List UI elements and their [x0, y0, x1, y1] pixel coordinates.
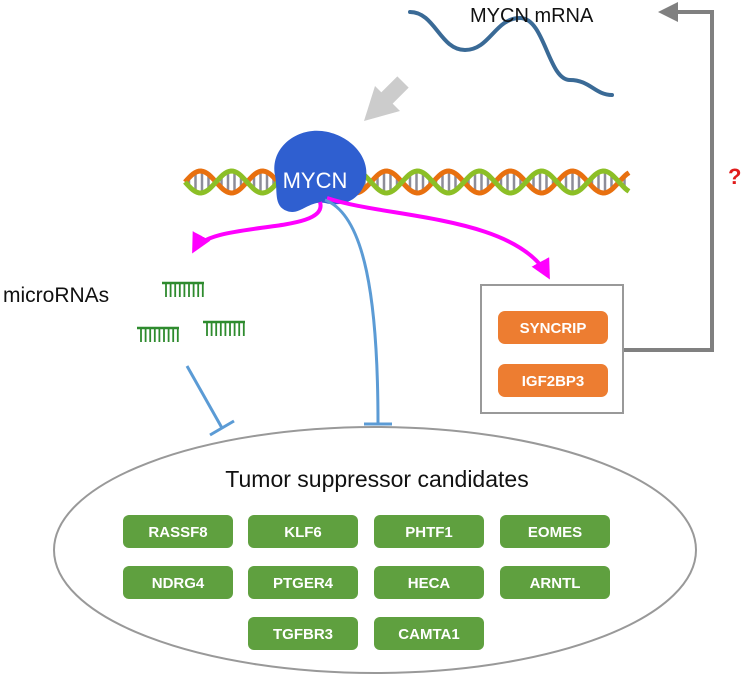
feedback-arrow: [623, 2, 714, 352]
tumor-suppressor-ellipse: [53, 426, 697, 674]
gene-label-heca: HECA: [408, 575, 451, 592]
mycn-protein-label: MYCN: [283, 168, 348, 193]
mycn-mrna-label: MYCN mRNA: [470, 5, 594, 27]
gene-label-arntl: ARNTL: [530, 575, 581, 592]
gene-label-tgfbr3: TGFBR3: [273, 626, 333, 643]
gene-box-eomes: [500, 515, 610, 548]
translation-arrow: [364, 76, 409, 121]
igf2bp3-box: [498, 364, 608, 397]
mycn-protein: [274, 130, 367, 212]
gene-label-klf6: KLF6: [284, 524, 322, 541]
gene-label-phtf1: PHTF1: [405, 524, 453, 541]
gene-box-arntl: [500, 566, 610, 599]
gene-box-heca: [374, 566, 484, 599]
gene-box-camta1: [374, 617, 484, 650]
inhibition-line-mycn: [324, 198, 380, 425]
activation-arrow-microrna: [192, 201, 323, 254]
mycn-mrna-wave: [408, 10, 614, 97]
gene-box-rassf8: [123, 515, 233, 548]
gene-label-ptger4: PTGER4: [273, 575, 334, 592]
gene-box-klf6: [248, 515, 358, 548]
question-mark: ?: [728, 164, 741, 189]
gene-box-phtf1: [374, 515, 484, 548]
gene-label-camta1: CAMTA1: [398, 626, 459, 643]
microrna-icon-1: [162, 281, 204, 297]
microrna-icons: [137, 281, 245, 342]
gene-box-tgfbr3: [248, 617, 358, 650]
tumor-suppressor-title: Tumor suppressor candidates: [225, 466, 528, 492]
microrna-icon-2: [137, 326, 179, 342]
syncrip-box: [498, 311, 608, 344]
gene-label-eomes: EOMES: [528, 524, 582, 541]
gene-label-ndrg4: NDRG4: [152, 575, 205, 592]
micrornas-label: microRNAs: [3, 284, 109, 307]
gene-label-rassf8: RASSF8: [148, 524, 207, 541]
igf2bp3-label: IGF2BP3: [522, 373, 585, 390]
activation-arrow-rbp: [326, 196, 550, 280]
gene-box-ndrg4: [123, 566, 233, 599]
gene-box-ptger4: [248, 566, 358, 599]
syncrip-label: SYNCRIP: [520, 320, 587, 337]
inhibition-line-microrna: [185, 365, 224, 429]
dna-helix-icon: [183, 168, 631, 196]
microrna-icon-3: [203, 320, 245, 336]
inhibition-bar-microrna: [209, 419, 235, 437]
